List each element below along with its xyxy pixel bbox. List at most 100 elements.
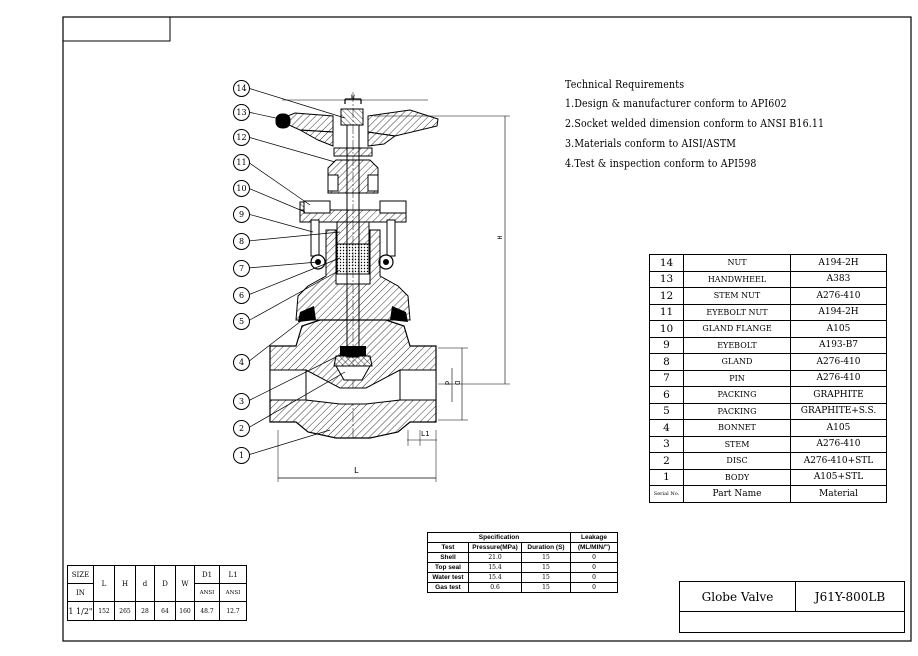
bom-cell-part: HANDWHEEL [683, 270, 791, 288]
spec-cell-pressure: 15.4 [468, 562, 522, 573]
bom-cell-material: GRAPHITE+S.S. [790, 402, 887, 420]
bom-cell-no: 11 [649, 303, 684, 321]
spec-cell-leak: 0 [570, 582, 618, 593]
dim-val-d-large: 64 [154, 601, 176, 621]
bom-cell-material: A105+STL [790, 468, 887, 486]
dim-ansi-d1: ANSI [194, 583, 220, 602]
dim-col-d-large: D [154, 565, 176, 602]
bom-cell-part: EYEBOLT NUT [683, 303, 791, 321]
dim-col-d-small: d [135, 565, 155, 602]
dim-val-l1: 12.7 [219, 601, 247, 621]
callout-balloon: 4 [233, 354, 250, 371]
dim-label-l1: L1 [421, 430, 430, 438]
dim-col-d1: D1 [194, 565, 220, 584]
technical-requirement-3: 3.Materials conform to AISI/ASTM [565, 136, 737, 150]
callout-balloon: 6 [233, 287, 250, 304]
dim-col-size: SIZE [67, 565, 94, 584]
bom-cell-no: 8 [649, 353, 684, 371]
bom-cell-material: A105 [790, 419, 887, 437]
spec-col-test: Test [427, 542, 469, 553]
bom-cell-part: NUT [683, 254, 791, 272]
bom-cell-no: 5 [649, 402, 684, 420]
spec-cell-duration: 15 [521, 562, 571, 573]
dim-col-l: L [93, 565, 115, 602]
bom-cell-part: EYEBOLT [683, 336, 791, 354]
bom-cell-no: 7 [649, 369, 684, 387]
technical-requirement-1: 1.Design & manufacturer conform to API60… [565, 96, 787, 110]
spec-col-duration: Duration (S) [521, 542, 571, 553]
spec-group-header: Specification [427, 532, 571, 543]
spec-cell-leak: 0 [570, 552, 618, 563]
dim-label-d-outer: D [453, 380, 462, 386]
bom-cell-material: GRAPHITE [790, 386, 887, 404]
corner-box [62, 16, 171, 42]
dim-val-w: 160 [175, 601, 195, 621]
dim-col-in: IN [67, 583, 94, 602]
dim-val-l: 152 [93, 601, 115, 621]
bom-cell-material: A105 [790, 320, 887, 338]
technical-requirement-2: 2.Socket welded dimension conform to ANS… [565, 116, 825, 130]
title-block: Globe Valve J61Y-800LB [679, 581, 905, 633]
spec-cell-test: Shell [427, 552, 469, 563]
bom-header-material: Material [790, 485, 887, 503]
bom-cell-part: PIN [683, 369, 791, 387]
dim-val-d-small: 28 [135, 601, 155, 621]
bom-cell-material: A276-410 [790, 369, 887, 387]
bom-cell-no: 9 [649, 336, 684, 354]
callout-balloon: 13 [233, 104, 250, 121]
callout-balloon: 2 [233, 420, 250, 437]
callout-balloon: 12 [233, 129, 250, 146]
spec-cell-duration: 15 [521, 582, 571, 593]
bom-cell-part: BONNET [683, 419, 791, 437]
dim-val-h: 265 [114, 601, 136, 621]
bom-cell-material: A194-2H [790, 303, 887, 321]
spec-cell-pressure: 15.4 [468, 572, 522, 583]
bom-cell-no: 1 [649, 468, 684, 486]
bom-cell-no: 12 [649, 287, 684, 305]
bom-cell-material: A276-410 [790, 435, 887, 453]
bom-cell-material: A276-410+STL [790, 452, 887, 470]
spec-cell-duration: 15 [521, 552, 571, 563]
callout-balloon: 9 [233, 206, 250, 223]
sheet-border [62, 16, 912, 642]
bom-cell-no: 3 [649, 435, 684, 453]
bom-cell-material: A193-B7 [790, 336, 887, 354]
bom-cell-part: PACKING [683, 402, 791, 420]
spec-cell-pressure: 0.6 [468, 582, 522, 593]
bom-cell-material: A383 [790, 270, 887, 288]
technical-requirement-4: 4.Test & inspection conform to API598 [565, 156, 757, 170]
dim-label-d-inner: d [443, 380, 452, 386]
bom-cell-no: 4 [649, 419, 684, 437]
valve-section-view [269, 92, 510, 482]
dim-ansi-l1: ANSI [219, 583, 247, 602]
leak-group-header: Leakage [570, 532, 618, 543]
bom-header-row: Serial No. Part Name Material [649, 485, 887, 503]
spec-cell-test: Top seal [427, 562, 469, 573]
dim-val-size: 1 1/2" [67, 601, 94, 621]
callout-balloon: 11 [233, 154, 250, 171]
callout-leaders [247, 87, 351, 456]
bom-header-part: Part Name [683, 485, 791, 503]
bom-cell-material: A276-410 [790, 287, 887, 305]
dim-col-h: H [114, 565, 136, 602]
dim-label-h: H [495, 235, 503, 240]
bom-header-serial: Serial No. [649, 485, 684, 503]
callout-balloon: 14 [233, 80, 250, 97]
bom-cell-no: 6 [649, 386, 684, 404]
callout-balloon: 3 [233, 393, 250, 410]
test-spec-table: Specification Leakage Test Pressure(MPa)… [427, 532, 618, 593]
callout-balloon: 5 [233, 313, 250, 330]
technical-requirements-title: Technical Requirements [565, 77, 685, 91]
dimension-table: SIZE L H d D W D1 L1 IN ANSI ANSI 1 1/2"… [67, 565, 247, 621]
